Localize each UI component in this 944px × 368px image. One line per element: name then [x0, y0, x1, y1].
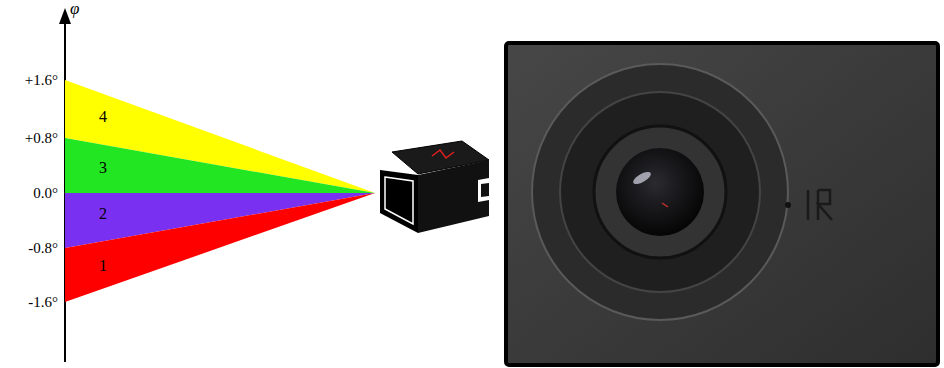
- band-fill: [65, 138, 375, 193]
- tick-label: +0.8°: [25, 129, 58, 147]
- angle-band: 1: [65, 193, 375, 302]
- band-number: 4: [91, 107, 115, 127]
- tick-label: 0.0°: [33, 184, 58, 202]
- axis-label: φ: [70, 0, 79, 18]
- band-number: 3: [91, 158, 115, 178]
- band-shape: [65, 193, 375, 302]
- angle-band: 3: [65, 138, 375, 193]
- band-number: 1: [91, 256, 115, 276]
- tick-label: -0.8°: [28, 239, 58, 257]
- tick-label: -1.6°: [28, 293, 58, 311]
- band-fill: [65, 80, 375, 193]
- band-shape: [65, 138, 375, 193]
- band-fill: [65, 193, 375, 302]
- band-number: 2: [91, 204, 115, 224]
- tick-label: +1.6°: [25, 71, 58, 89]
- dashcam-photo: [506, 43, 938, 365]
- camera-icon: [380, 141, 489, 233]
